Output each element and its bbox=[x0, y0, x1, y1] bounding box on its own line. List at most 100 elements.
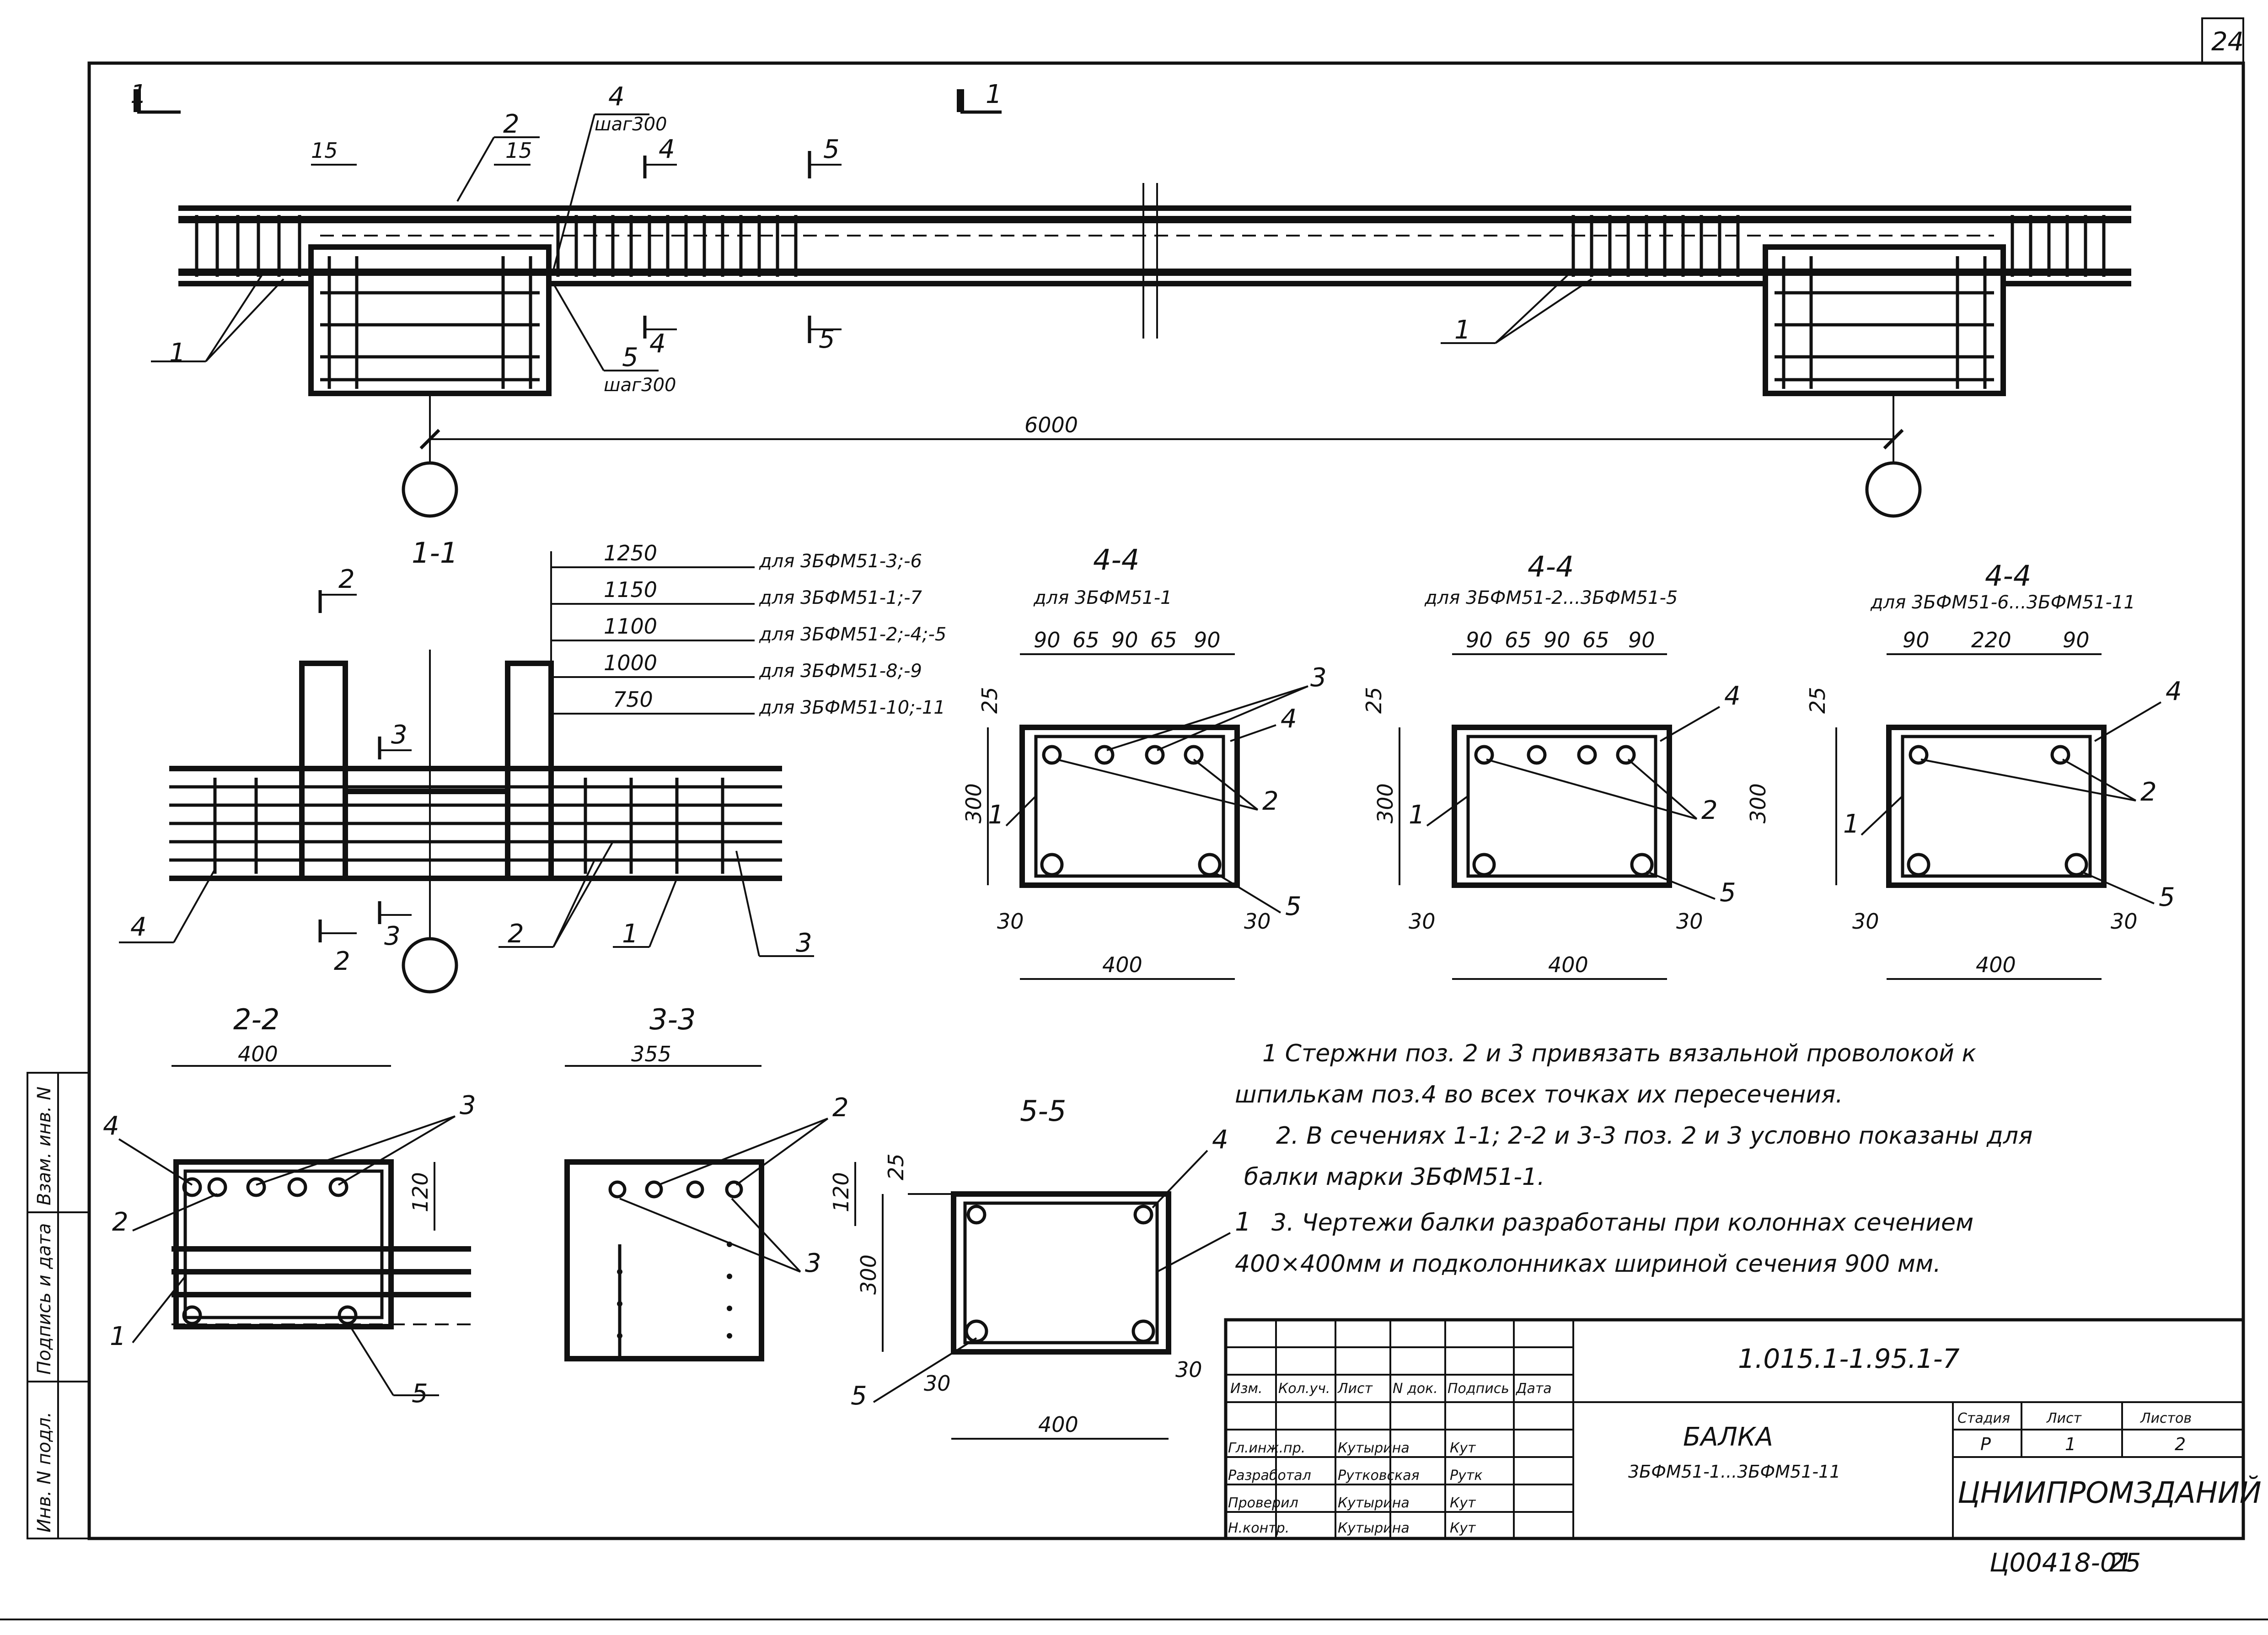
tb-role-2: Разработал bbox=[1228, 1468, 1311, 1484]
label-1-1-pos3: 3 bbox=[796, 928, 812, 958]
dim-4-4-b-width: 400 bbox=[1548, 952, 1588, 977]
dim-4-4-a-height: 300 bbox=[961, 783, 986, 823]
dim-4-4-c-side-l: 30 bbox=[1852, 909, 1879, 934]
note-line-3: 2. В сечениях 1-1; 2-2 и 3-3 поз. 2 и 3 … bbox=[1276, 1122, 2032, 1150]
label-step-bottom: шаг300 bbox=[604, 375, 676, 396]
label-4-4-a-p1: 1 bbox=[988, 800, 1004, 830]
label-pos-5: 5 bbox=[622, 343, 638, 372]
tb-stage-head: Стадия bbox=[1957, 1410, 2010, 1426]
tb-head-ndok: N док. bbox=[1393, 1381, 1438, 1397]
tb-name-1: Кутырина bbox=[1338, 1440, 1410, 1456]
label-1-1-pos1: 1 bbox=[622, 919, 638, 949]
label-4-4-b-p4: 4 bbox=[1724, 681, 1741, 711]
section-4-4-c-title: 4-4 bbox=[1985, 559, 2031, 592]
label-2-2-p3: 3 bbox=[460, 1091, 476, 1120]
dim-4-4-a-5: 90 bbox=[1194, 628, 1221, 652]
dim-4-4-a-2: 65 bbox=[1072, 628, 1099, 652]
beam-elevation: 6000 1 1 15 15 2 4 шаг300 5 шаг300 1 1 bbox=[130, 80, 2131, 518]
label-2-2-p5: 5 bbox=[412, 1379, 428, 1409]
cut-2-top: 2 bbox=[338, 565, 355, 594]
dim-4-4-a-3: 90 bbox=[1111, 628, 1138, 652]
dim-5-5-cover: 25 bbox=[884, 1153, 908, 1180]
label-5-5-p1: 1 bbox=[1235, 1207, 1251, 1237]
label-4-4-a-p3: 3 bbox=[1310, 663, 1327, 693]
tb-role-4: Н.контр. bbox=[1228, 1520, 1289, 1536]
dim-4-4-a-side-r: 30 bbox=[1244, 909, 1271, 934]
label-4-4-c-p2: 2 bbox=[2140, 777, 2157, 807]
section-4-4-b-subtitle: для 3БФМ51-2...3БФМ51-5 bbox=[1424, 587, 1678, 608]
tb-sheets-head: Листов bbox=[2140, 1410, 2192, 1426]
label-4-4-a-p2: 2 bbox=[1262, 786, 1279, 816]
dim-750-note: для 3БФМ51-10;-11 bbox=[759, 697, 945, 718]
label-pos-4: 4 bbox=[608, 82, 625, 112]
title-block: 1.015.1-1.95.1-7 Изм. Кол.уч. Лист N док… bbox=[1224, 1318, 2262, 1540]
label-4-4-b-p5: 5 bbox=[1720, 878, 1736, 908]
dim-4-4-a-1: 90 bbox=[1034, 628, 1061, 652]
dim-1150: 1150 bbox=[604, 577, 657, 602]
span-dimension: 6000 bbox=[1024, 413, 1078, 437]
dim-1000-note: для 3БФМ51-8;-9 bbox=[759, 661, 922, 682]
dim-4-4-c-1: 90 bbox=[1903, 628, 1930, 652]
section-1-1-title: 1-1 bbox=[412, 536, 458, 570]
dim-2-2-height: 120 bbox=[408, 1172, 433, 1212]
dim-5-5-height: 300 bbox=[856, 1254, 881, 1295]
tb-name-2: Рутковская bbox=[1338, 1468, 1420, 1484]
tb-role-3: Проверил bbox=[1228, 1495, 1298, 1511]
note-line-5: 3. Чертежи балки разработаны при колонна… bbox=[1271, 1209, 1973, 1237]
doc-code: 1.015.1-1.95.1-7 bbox=[1738, 1343, 1960, 1374]
label-5-5-p4: 4 bbox=[1212, 1125, 1228, 1155]
tb-sign-1: Кут bbox=[1450, 1440, 1476, 1456]
label-1-1-pos2: 2 bbox=[508, 919, 524, 949]
note-line-1: 1 Стержни поз. 2 и 3 привязать вязальной… bbox=[1262, 1040, 1977, 1067]
tb-role-1: Гл.инж.пр. bbox=[1228, 1440, 1305, 1456]
tb-name-3: Кутырина bbox=[1338, 1495, 1410, 1511]
label-4-4-b-p2: 2 bbox=[1701, 796, 1718, 825]
axis-marker-left bbox=[402, 461, 458, 518]
bottom-stamp: Ц00418-01 bbox=[1989, 1548, 2133, 1578]
dim-4-4-a-width: 400 bbox=[1102, 952, 1142, 977]
label-2-2-p4: 4 bbox=[103, 1111, 119, 1141]
section-5-5: 5-5 25 300 400 30 30 4 1 5 bbox=[851, 1094, 1251, 1440]
dim-3-3-height: 120 bbox=[829, 1172, 853, 1212]
tb-head-kol: Кол.уч. bbox=[1278, 1381, 1330, 1397]
section-4-4-c: 4-4 для 3БФМ51-6...3БФМ51-11 90 220 90 3… bbox=[1746, 559, 2182, 980]
bottom-stamp-num: 25 bbox=[2108, 1548, 2141, 1578]
tb-stage: Р bbox=[1980, 1434, 1991, 1454]
tb-sign-3: Кут bbox=[1450, 1495, 1476, 1511]
section-2-2-title: 2-2 bbox=[233, 1003, 279, 1036]
organization: ЦНИИПРОМЗДАНИЙ bbox=[1957, 1475, 2262, 1510]
section-2-2: 2-2 400 120 4 3 2 1 5 bbox=[103, 1003, 476, 1409]
dim-4-4-b-side-r: 30 bbox=[1676, 909, 1703, 934]
tb-sheet: 1 bbox=[2065, 1434, 2076, 1454]
label-5-5-p5: 5 bbox=[851, 1381, 867, 1411]
tb-sign-4: Кут bbox=[1450, 1520, 1476, 1536]
dim-4-4-c-2: 220 bbox=[1971, 628, 2011, 652]
label-pos-1-right: 1 bbox=[1454, 315, 1471, 345]
dim-4-4-c-side-r: 30 bbox=[2111, 909, 2138, 934]
dim-4-4-c-height: 300 bbox=[1746, 783, 1770, 823]
label-1-1-pos4: 4 bbox=[130, 912, 147, 942]
cut-4-bottom: 4 bbox=[649, 329, 666, 359]
dim-4-4-b-side-l: 30 bbox=[1409, 909, 1436, 934]
tb-name-4: Кутырина bbox=[1338, 1520, 1410, 1536]
dim-15-left: 15 bbox=[311, 138, 338, 163]
tb-head-date: Дата bbox=[1515, 1381, 1552, 1397]
cut-5-bottom: 5 bbox=[819, 324, 835, 354]
cut-mark-1-right: 1 bbox=[986, 80, 1002, 109]
dim-1250-note: для 3БФМ51-3;-6 bbox=[759, 551, 922, 572]
section-4-4-a-subtitle: для 3БФМ51-1 bbox=[1033, 587, 1172, 608]
label-3-3-p3: 3 bbox=[805, 1248, 821, 1278]
tb-sheets: 2 bbox=[2175, 1434, 2186, 1454]
note-line-2: шпилькам поз.4 во всех точках их пересеч… bbox=[1235, 1081, 1843, 1108]
axis-marker-right bbox=[1865, 461, 1922, 518]
dim-3-3-width: 355 bbox=[631, 1042, 671, 1066]
dim-4-4-b-2: 65 bbox=[1505, 628, 1532, 652]
dim-4-4-b-4: 65 bbox=[1582, 628, 1609, 652]
dim-5-5-side-r: 30 bbox=[1175, 1357, 1202, 1382]
dim-4-4-b-cover: 25 bbox=[1362, 687, 1386, 714]
side-stamp-inv: Инв. N подл. bbox=[34, 1412, 55, 1533]
dim-4-4-b-3: 90 bbox=[1544, 628, 1571, 652]
product-name: БАЛКА bbox=[1683, 1422, 1773, 1452]
note-line-6: 400×400мм и подколонниках шириной сечени… bbox=[1235, 1250, 1941, 1278]
